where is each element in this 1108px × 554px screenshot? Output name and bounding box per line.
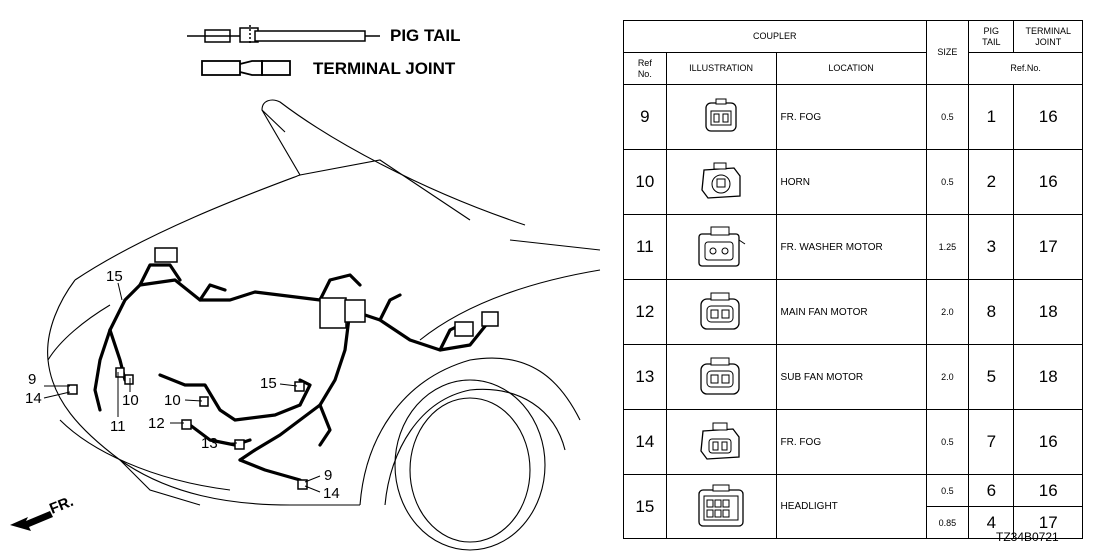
row-terminal-joint: 16 [1013, 84, 1083, 150]
harness-diagram: PIG TAIL TERMINAL JOINT [10, 25, 601, 551]
row-size: 2.0 [925, 279, 970, 345]
table-row: 9 FR. FOG 0.5 1 16 [623, 84, 1083, 150]
row-pig-tail: 1 [968, 84, 1015, 150]
row-size: 0.5 [925, 149, 970, 215]
row-terminal-joint: 18 [1013, 279, 1083, 345]
row-pig-tail: 2 [968, 149, 1015, 215]
terminal-joint-legend-symbol [201, 60, 291, 76]
coupler-table: COUPLER SIZE PIG TAIL TERMINAL JOINT Ref… [623, 20, 1083, 539]
row-size: 0.5 [925, 474, 970, 507]
callout-10-left: 10 [122, 392, 139, 409]
table-row: 10 HORN 0.5 2 16 [623, 149, 1083, 215]
front-label: FR. [47, 493, 76, 518]
row-ref: 10 [623, 149, 667, 215]
callout-11: 11 [110, 418, 126, 435]
row-ref: 13 [623, 344, 667, 410]
fog-coupler-icon [665, 84, 777, 150]
row-pig-tail: 4 [968, 506, 1015, 539]
row-ref: 11 [623, 214, 667, 280]
callout-9-bottom: 9 [324, 467, 332, 484]
engine-wire-harness [93, 263, 492, 482]
main-fan-coupler-icon [665, 279, 777, 345]
table-row: 0.85 4 17 [624, 506, 1083, 539]
row-pig-tail: 8 [968, 279, 1015, 345]
harness-connectors [67, 247, 499, 490]
row-ref: 15 [623, 474, 667, 539]
header-ref-no-2: Ref.No. [968, 52, 1083, 85]
row-size: 0.5 [925, 84, 970, 150]
header-location: LOCATION [775, 52, 927, 85]
headlight-coupler-icon [665, 474, 777, 539]
row-terminal-joint: 17 [1013, 214, 1083, 280]
terminal-joint-label: TERMINAL JOINT [313, 59, 456, 78]
fog-coupler-icon [665, 409, 777, 475]
callout-15-top: 15 [106, 268, 123, 285]
row-pig-tail: 6 [968, 474, 1015, 507]
table-row: 14 FR. FOG 0.5 7 16 [623, 409, 1083, 475]
table-row: 15 HEADLIGHT 0.5 6 16 [623, 474, 1083, 539]
row-size: 2.0 [925, 344, 970, 410]
header-terminal-joint: TERMINAL JOINT [1013, 20, 1083, 53]
table-row: 11 FR. WASHER MOTOR 1.25 3 17 [623, 214, 1083, 280]
row-ref: 9 [623, 84, 667, 150]
header-pig-tail: PIG TAIL [968, 20, 1015, 53]
callout-15-mid: 15 [260, 375, 277, 392]
callout-10-mid: 10 [164, 392, 181, 409]
table-row: 13 SUB FAN MOTOR 2.0 5 18 [623, 344, 1083, 410]
row-ref: 12 [623, 279, 667, 345]
row-ref: 14 [623, 409, 667, 475]
callout-14-left: 14 [25, 390, 42, 407]
car-body-outline [47, 99, 601, 551]
row-location: HORN [775, 149, 927, 215]
row-location: HEADLIGHT [775, 474, 927, 539]
header-size: SIZE [925, 20, 970, 85]
horn-coupler-icon [665, 149, 777, 215]
row-location: MAIN FAN MOTOR [775, 279, 927, 345]
row-terminal-joint: 17 [1013, 506, 1083, 539]
row-terminal-joint: 16 [1013, 149, 1083, 215]
row-size: 0.85 [925, 506, 970, 539]
callout-13: 13 [201, 435, 218, 452]
row-size: 0.5 [925, 409, 970, 475]
header-illustration: ILLUSTRATION [665, 52, 777, 85]
table-row: 12 MAIN FAN MOTOR 2.0 8 18 [623, 279, 1083, 345]
row-pig-tail: 7 [968, 409, 1015, 475]
row-terminal-joint: 16 [1013, 474, 1083, 507]
row-location: SUB FAN MOTOR [775, 344, 927, 410]
callout-14-bottom: 14 [323, 485, 340, 502]
row-location: FR. FOG [775, 84, 927, 150]
row-size: 1.25 [925, 214, 970, 280]
row-pig-tail: 3 [968, 214, 1015, 280]
sub-fan-coupler-icon [665, 344, 777, 410]
header-ref-no: Ref No. [623, 52, 667, 85]
pig-tail-label: PIG TAIL [390, 26, 461, 45]
pig-tail-legend-symbol [187, 25, 380, 45]
row-location: FR. FOG [775, 409, 927, 475]
front-arrow-icon [10, 511, 53, 531]
row-location: FR. WASHER MOTOR [775, 214, 927, 280]
washer-coupler-icon [665, 214, 777, 280]
header-coupler: COUPLER [623, 20, 927, 53]
row-pig-tail: 5 [968, 344, 1015, 410]
diagram-code: TZ34B0721 [996, 530, 1059, 544]
callout-12: 12 [148, 415, 165, 432]
row-terminal-joint: 18 [1013, 344, 1083, 410]
callout-leaders [43, 282, 321, 493]
callout-9-left: 9 [28, 371, 36, 388]
row-terminal-joint: 16 [1013, 409, 1083, 475]
